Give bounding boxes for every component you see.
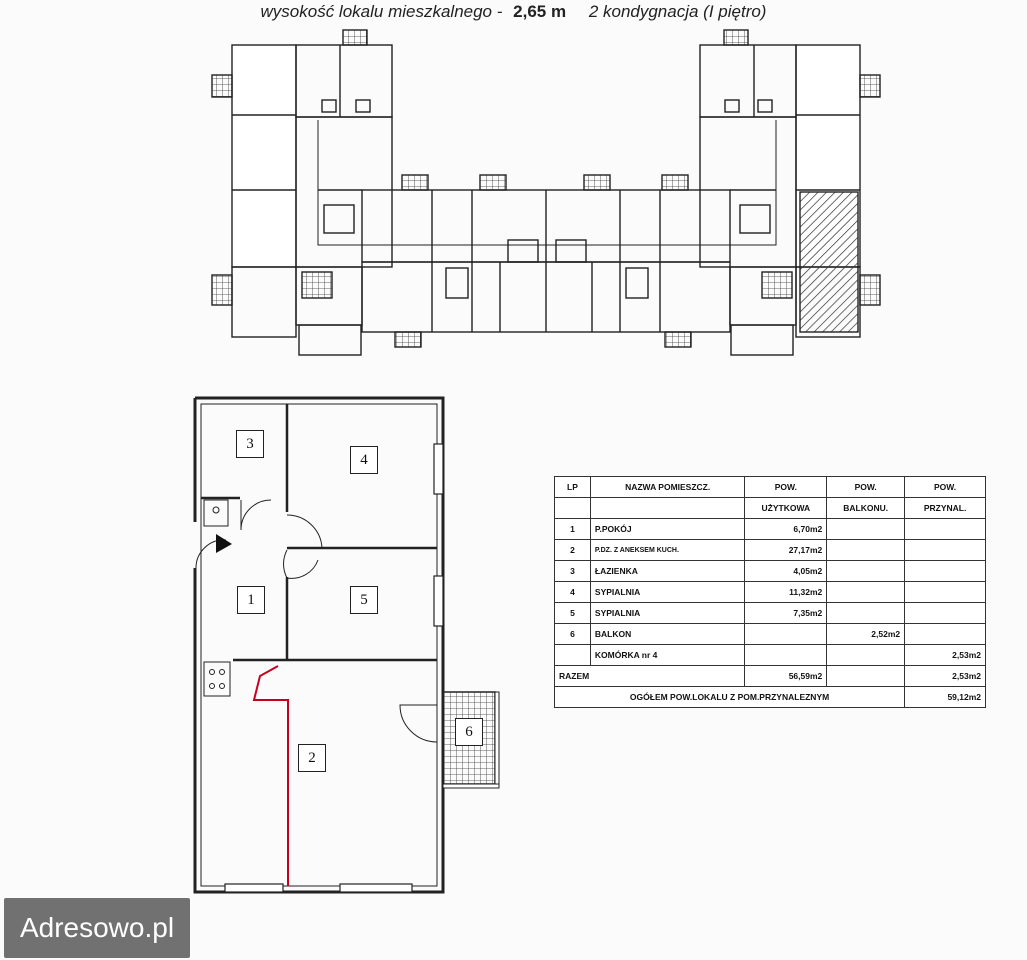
cell-balcony: [826, 560, 906, 582]
room-label-3: 3: [236, 430, 264, 458]
cell-annex: [904, 623, 986, 645]
cell-annex: [904, 539, 986, 561]
cell-annex: 2,53m2: [904, 644, 986, 666]
table-row: 3 ŁAZIENKA 4,05m2: [554, 560, 986, 582]
cell-balcony: [826, 539, 906, 561]
table-row: 5 SYPIALNIA 7,35m2: [554, 602, 986, 624]
cell-balcony: [826, 518, 906, 540]
room-label-1: 1: [237, 586, 265, 614]
cell-name: P.POKÓJ: [589, 518, 746, 540]
cell-usable: 11,32m2: [744, 581, 828, 603]
room-label-5: 5: [350, 586, 378, 614]
cell-name: SYPIALNIA: [589, 581, 746, 603]
header-usable-2: UŻYTKOWA: [744, 497, 828, 519]
cell-name: P.DZ. Z ANEKSEM KUCH.: [589, 539, 746, 561]
cell-annex: [904, 581, 986, 603]
cell-lp: 1: [554, 518, 591, 540]
cell-usable: [744, 644, 828, 666]
cell-usable: 4,05m2: [744, 560, 828, 582]
room-label-6: 6: [455, 718, 483, 746]
grand-total-value: 59,12m2: [904, 686, 986, 708]
table-row: KOMÓRKA nr 4 2,53m2: [554, 644, 986, 666]
header-balcony-2: BALKONU.: [826, 497, 906, 519]
area-table: LP NAZWA POMIESZCZ. POW. POW. POW. UŻYTK…: [553, 476, 986, 708]
table-row: 4 SYPIALNIA 11,32m2: [554, 581, 986, 603]
cell-lp: 4: [554, 581, 591, 603]
table-header-row-2: UŻYTKOWA BALKONU. PRZYNAL.: [554, 497, 986, 519]
cell-lp: 3: [554, 560, 591, 582]
adresowo-watermark: Adresowo.pl: [4, 898, 190, 958]
header-annex-2: PRZYNAL.: [904, 497, 986, 519]
table-row: 2 P.DZ. Z ANEKSEM KUCH. 27,17m2: [554, 539, 986, 561]
table-row: 1 P.POKÓJ 6,70m2: [554, 518, 986, 540]
total-row: RAZEM 56,59m2 2,53m2: [553, 665, 986, 687]
header-lp: LP: [554, 476, 591, 498]
cell-name: ŁAZIENKA: [589, 560, 746, 582]
cell-balcony: [826, 581, 906, 603]
header-balcony: POW.: [826, 476, 906, 498]
cell-annex: [904, 560, 986, 582]
header-annex: POW.: [904, 476, 986, 498]
header-name: NAZWA POMIESZCZ.: [589, 476, 746, 498]
grand-total-label: OGÓŁEM POW.LOKALU Z POM.PRZYNALEZNYM: [553, 686, 906, 708]
cell-annex: [904, 518, 986, 540]
grand-total-row: OGÓŁEM POW.LOKALU Z POM.PRZYNALEZNYM 59,…: [553, 686, 986, 708]
cell-usable: 7,35m2: [744, 602, 828, 624]
cell-balcony: 2,52m2: [826, 623, 906, 645]
cell-lp: 5: [554, 602, 591, 624]
cell-name: BALKON: [589, 623, 746, 645]
cell-usable: [744, 623, 828, 645]
total-annex: 2,53m2: [904, 665, 986, 687]
cell-annex: [904, 602, 986, 624]
cell-lp: [554, 644, 591, 666]
header-height: 2,65 m: [513, 2, 567, 21]
cell-balcony: [826, 602, 906, 624]
total-usable: 56,59m2: [744, 665, 828, 687]
cell-name: SYPIALNIA: [589, 602, 746, 624]
cell-name: KOMÓRKA nr 4: [589, 644, 746, 666]
plan-header: wysokość lokalu mieszkalnego - 2,65 m 2 …: [0, 2, 1027, 22]
building-overview-plan: [211, 29, 881, 356]
cell-usable: 6,70m2: [744, 518, 828, 540]
cell-balcony: [826, 644, 906, 666]
table-row: 6 BALKON 2,52m2: [554, 623, 986, 645]
header-storey: 2 kondygnacja (I piętro): [588, 2, 767, 21]
cell-usable: 27,17m2: [744, 539, 828, 561]
total-label: RAZEM: [553, 665, 746, 687]
header-prefix: wysokość lokalu mieszkalnego -: [260, 2, 503, 21]
apartment-plan: [193, 396, 500, 894]
header-usable: POW.: [744, 476, 828, 498]
room-label-2: 2: [298, 744, 326, 772]
room-label-4: 4: [350, 446, 378, 474]
cell-lp: 2: [554, 539, 591, 561]
cell-lp: 6: [554, 623, 591, 645]
table-header-row: LP NAZWA POMIESZCZ. POW. POW. POW.: [554, 476, 986, 498]
